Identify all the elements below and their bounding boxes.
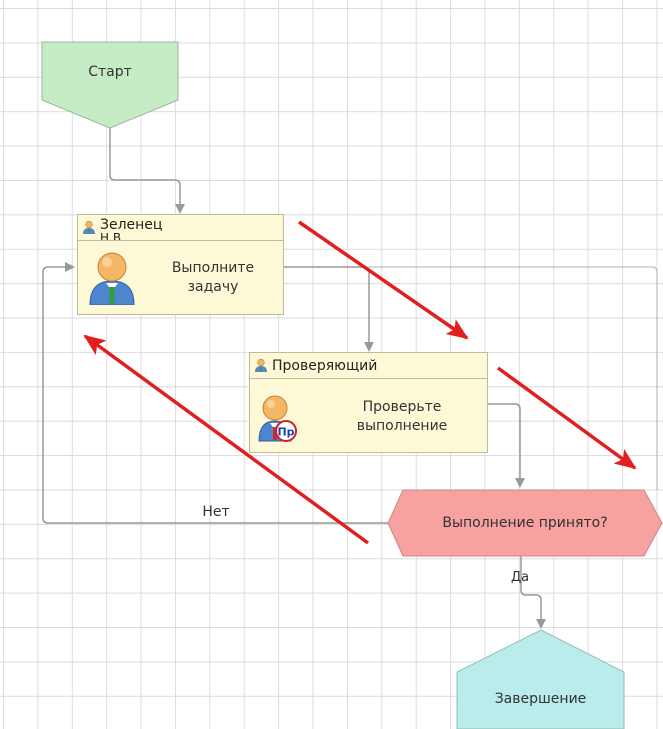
task-assignee: Проверяющий (272, 358, 378, 374)
end-label: Завершение (494, 691, 587, 707)
user-icon (255, 358, 267, 372)
decision-label: Выполнение принято? (442, 515, 608, 531)
task-assignee-line2: Н.В. (100, 231, 125, 241)
start-node-shape[interactable] (41, 41, 179, 129)
edge-task1-to-task2 (284, 266, 374, 352)
task-node-review[interactable]: Проверяющий Пр Проверьте выполнение (249, 352, 488, 453)
task-node-execute[interactable]: Зеленец Н.В. Выполните задачу (77, 214, 284, 315)
end-node-shape[interactable] (456, 629, 625, 729)
task-text-line2: выполнение (356, 418, 448, 434)
edge-label-no: Нет (202, 504, 230, 520)
task-text-line2: задачу (187, 279, 239, 295)
edge-decision-no-back (42, 262, 388, 524)
annotation-arrow-3 (83, 334, 370, 545)
task-header: Проверяющий (250, 353, 487, 379)
edge-label-yes: Да (510, 570, 530, 585)
edge-start-to-task1 (109, 128, 185, 214)
annotation-arrow-1 (298, 220, 469, 340)
task-text: Выполните задачу (148, 259, 278, 297)
task-header: Зеленец Н.В. (78, 215, 283, 241)
reviewer-badge: Пр (277, 426, 294, 439)
edge-task2-to-decision (488, 403, 525, 488)
start-label: Старт (88, 64, 132, 80)
edge-decision-yes-to-end (520, 556, 546, 629)
person-icon (89, 252, 135, 305)
reviewer-icon: Пр (258, 395, 297, 442)
task-text-line1: Проверьте (362, 399, 442, 415)
task-text: Проверьте выполнение (322, 398, 482, 436)
task-text-line1: Выполните (171, 260, 255, 276)
task-assignee: Зеленец (100, 217, 163, 233)
user-icon (83, 220, 95, 234)
edge-task1-branch (364, 266, 658, 490)
annotation-arrow-2 (496, 366, 637, 470)
